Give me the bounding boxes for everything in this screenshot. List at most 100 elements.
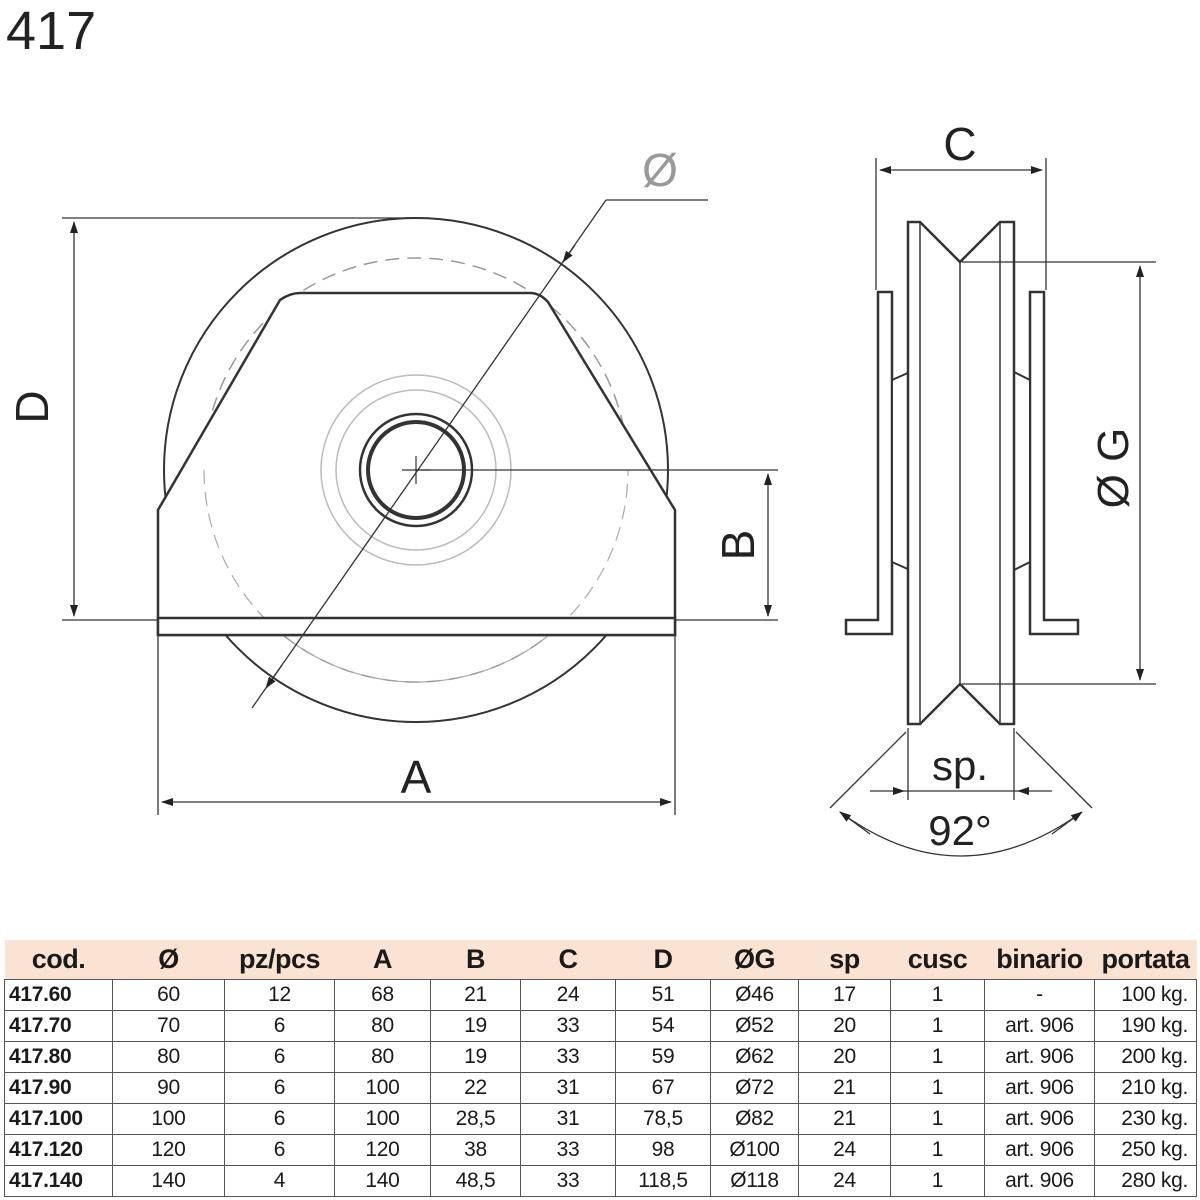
cell-c: 31 — [520, 1072, 616, 1104]
col-header-diameter: Ø — [112, 940, 225, 980]
dimension-D — [62, 217, 416, 621]
page-title: 417 — [6, 1, 97, 61]
cell-g: Ø118 — [710, 1165, 799, 1197]
cell-portata: 210 kg. — [1094, 1072, 1197, 1104]
bracket-base — [156, 616, 677, 637]
cell-portata: 100 kg. — [1094, 979, 1197, 1011]
cell-b: 48,5 — [430, 1165, 521, 1197]
col-header-binario: binario — [984, 940, 1095, 980]
diameter-label: Ø — [642, 144, 678, 196]
cell-binario: art. 906 — [984, 1072, 1095, 1104]
cell-d: 118,5 — [615, 1165, 711, 1197]
cell-diameter: 100 — [112, 1103, 225, 1135]
cell-g: Ø72 — [710, 1072, 799, 1104]
cell-cusc: 1 — [890, 1165, 985, 1197]
col-header-portata: portata — [1094, 940, 1197, 980]
cell-sp: 20 — [798, 1010, 891, 1042]
cell-binario: art. 906 — [984, 1134, 1095, 1166]
cell-portata: 250 kg. — [1094, 1134, 1197, 1166]
bracket-hidden-arc — [203, 469, 629, 683]
cell-cusc: 1 — [890, 1041, 985, 1073]
cell-cusc: 1 — [890, 1010, 985, 1042]
cell-a: 68 — [334, 979, 431, 1011]
cell-pcs: 6 — [224, 1134, 335, 1166]
cell-code: 417.120 — [4, 1134, 113, 1166]
cell-b: 21 — [430, 979, 521, 1011]
cell-cusc: 1 — [890, 1134, 985, 1166]
cell-g: Ø82 — [710, 1103, 799, 1135]
dimension-G — [962, 261, 1156, 685]
cell-binario: - — [984, 979, 1095, 1011]
cell-diameter: 120 — [112, 1134, 225, 1166]
cell-c: 33 — [520, 1010, 616, 1042]
cell-pcs: 6 — [224, 1103, 335, 1135]
cell-pcs: 4 — [224, 1165, 335, 1197]
cell-b: 38 — [430, 1134, 521, 1166]
cell-a: 100 — [334, 1072, 431, 1104]
technical-drawing: Ø D B A — [6, 118, 1156, 857]
cell-portata: 230 kg. — [1094, 1103, 1197, 1135]
cell-binario: art. 906 — [984, 1165, 1095, 1197]
cell-portata: 190 kg. — [1094, 1010, 1197, 1042]
cell-cusc: 1 — [890, 1103, 985, 1135]
cell-pcs: 6 — [224, 1010, 335, 1042]
cell-portata: 280 kg. — [1094, 1165, 1197, 1197]
diameter-dimension — [251, 199, 708, 709]
col-header-b: B — [430, 940, 521, 980]
dimension-B-label: B — [712, 530, 764, 561]
cell-sp: 24 — [798, 1165, 891, 1197]
col-header-g: ØG — [710, 940, 799, 980]
cell-d: 51 — [615, 979, 711, 1011]
cell-binario: art. 906 — [984, 1041, 1095, 1073]
cell-code: 417.60 — [4, 979, 113, 1011]
cell-code: 417.140 — [4, 1165, 113, 1197]
side-bracket-right — [1028, 290, 1080, 636]
dimension-A — [157, 635, 676, 815]
cell-code: 417.70 — [4, 1010, 113, 1042]
spec-table: cod. Ø pz/pcs A B C D ØG sp cusc binario… — [4, 940, 1197, 1197]
cell-d: 78,5 — [615, 1103, 711, 1135]
col-header-d: D — [615, 940, 711, 980]
cell-sp: 17 — [798, 979, 891, 1011]
col-header-sp: sp — [798, 940, 891, 980]
cell-cusc: 1 — [890, 1072, 985, 1104]
dimension-sp-label: sp. — [932, 742, 988, 789]
table-header-row: cod. Ø pz/pcs A B C D ØG sp cusc binario… — [4, 940, 1197, 980]
col-header-pcs: pz/pcs — [224, 940, 335, 980]
cell-d: 54 — [615, 1010, 711, 1042]
cell-g: Ø52 — [710, 1010, 799, 1042]
cell-cusc: 1 — [890, 979, 985, 1011]
col-header-cusc: cusc — [890, 940, 985, 980]
cell-c: 31 — [520, 1103, 616, 1135]
cell-a: 100 — [334, 1103, 431, 1135]
cell-diameter: 90 — [112, 1072, 225, 1104]
dimension-A-label: A — [401, 751, 432, 803]
dimension-G-label: Ø G — [1089, 428, 1138, 509]
cell-a: 120 — [334, 1134, 431, 1166]
cell-code: 417.100 — [4, 1103, 113, 1135]
cell-a: 140 — [334, 1165, 431, 1197]
cell-b: 22 — [430, 1072, 521, 1104]
cell-code: 417.90 — [4, 1072, 113, 1104]
cell-c: 33 — [520, 1165, 616, 1197]
cell-d: 67 — [615, 1072, 711, 1104]
dimension-C — [875, 158, 1047, 290]
dimension-angle-label: 92° — [928, 807, 992, 854]
cell-diameter: 140 — [112, 1165, 225, 1197]
cell-d: 98 — [615, 1134, 711, 1166]
side-wheel-profile — [906, 220, 1016, 726]
cell-c: 33 — [520, 1134, 616, 1166]
cell-c: 33 — [520, 1041, 616, 1073]
cell-g: Ø100 — [710, 1134, 799, 1166]
dimension-angle — [829, 731, 1093, 857]
side-bracket-left — [844, 290, 894, 636]
cell-d: 59 — [615, 1041, 711, 1073]
cell-sp: 21 — [798, 1072, 891, 1104]
cell-c: 24 — [520, 979, 616, 1011]
cell-b: 19 — [430, 1010, 521, 1042]
